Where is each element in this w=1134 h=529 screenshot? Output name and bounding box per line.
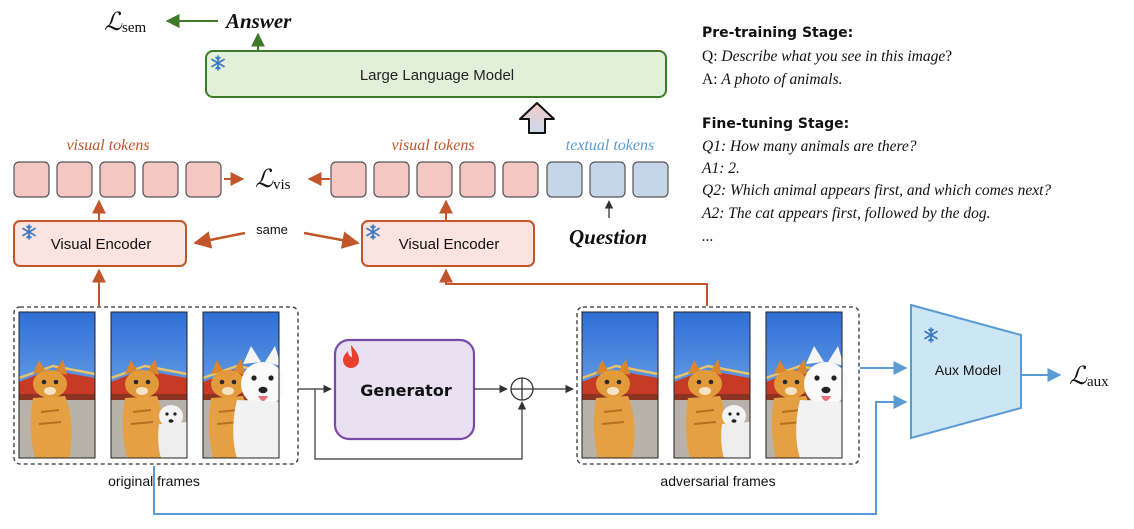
token bbox=[589, 161, 626, 198]
token bbox=[459, 161, 496, 198]
textual-tokens-label: textual tokens bbox=[566, 137, 654, 154]
up-arrow-icon bbox=[519, 102, 555, 134]
llm-label: Large Language Model bbox=[360, 67, 514, 84]
frame-image bbox=[109, 310, 189, 460]
pretraining-heading: Pre-training Stage: bbox=[702, 25, 853, 41]
visual-encoder-right: Visual Encoder bbox=[361, 220, 535, 267]
adv-frames-to-encoder-right-arrow bbox=[439, 268, 708, 306]
loss-vis-symbol: ℒ bbox=[255, 166, 274, 193]
encoder-right-label: Visual Encoder bbox=[399, 236, 500, 253]
answer-label: Answer bbox=[224, 9, 292, 33]
aux-model-box: Aux Model bbox=[910, 303, 1022, 440]
token bbox=[330, 161, 367, 198]
visual-tokens-right bbox=[330, 161, 539, 198]
loss-aux-subscript: aux bbox=[1087, 374, 1109, 390]
adversarial-frames-label: adversarial frames bbox=[660, 473, 775, 489]
token bbox=[142, 161, 179, 198]
orig-frames-to-aux-arrow bbox=[153, 395, 908, 515]
original-frames bbox=[13, 306, 299, 465]
token bbox=[373, 161, 410, 198]
loss-aux-symbol: ℒ bbox=[1069, 363, 1088, 390]
visual-tokens-left-label: visual tokens bbox=[66, 137, 149, 154]
visual-tokens-left bbox=[13, 161, 222, 198]
same-arrow-left bbox=[193, 231, 246, 249]
frame-image bbox=[764, 310, 848, 460]
finetuning-line: Q2: Which animal appears first, and whic… bbox=[702, 182, 1051, 199]
frame-image bbox=[201, 310, 285, 460]
same-arrow-right bbox=[303, 231, 360, 249]
generator-label: Generator bbox=[360, 381, 452, 400]
token bbox=[185, 161, 222, 198]
loss-sem-subscript: sem bbox=[122, 20, 146, 36]
token bbox=[13, 161, 50, 198]
adversarial-frames bbox=[576, 306, 860, 465]
textual-tokens bbox=[546, 161, 669, 198]
loss-vis: ℒ vis bbox=[255, 166, 291, 193]
pretraining-question: Q: Describe what you see in this image? bbox=[702, 48, 952, 65]
finetuning-line: Q1: How many animals are there? bbox=[702, 138, 917, 155]
finetuning-heading: Fine-tuning Stage: bbox=[702, 116, 849, 132]
question-label: Question bbox=[569, 225, 647, 249]
finetuning-line: A1: 2. bbox=[701, 160, 740, 177]
frames-skip-arrow bbox=[314, 389, 527, 460]
encoder-left-label: Visual Encoder bbox=[51, 236, 152, 253]
frame-image bbox=[17, 310, 97, 460]
token bbox=[416, 161, 453, 198]
aux-model-label: Aux Model bbox=[935, 362, 1001, 378]
visual-encoder-left: Visual Encoder bbox=[13, 220, 187, 267]
oplus-icon bbox=[510, 377, 534, 401]
visual-tokens-right-label: visual tokens bbox=[391, 137, 474, 154]
loss-vis-subscript: vis bbox=[273, 177, 291, 193]
pretraining-answer: A: A photo of animals. bbox=[702, 71, 843, 88]
loss-aux: ℒ aux bbox=[1069, 363, 1109, 390]
llm-box: Large Language Model bbox=[205, 50, 667, 98]
token bbox=[56, 161, 93, 198]
flame-icon bbox=[343, 345, 359, 368]
token bbox=[632, 161, 669, 198]
training-stages-panel: Pre-training Stage: Q: Describe what you… bbox=[701, 25, 1051, 245]
frame-image bbox=[672, 310, 752, 460]
token bbox=[99, 161, 136, 198]
generator-box: Generator bbox=[333, 338, 476, 441]
loss-sem-symbol: ℒ bbox=[104, 9, 123, 36]
frame-image bbox=[580, 310, 660, 460]
finetuning-line: A2: The cat appears first, followed by t… bbox=[701, 205, 990, 222]
loss-sem: ℒ sem bbox=[104, 9, 146, 36]
finetuning-line: ... bbox=[702, 228, 714, 245]
token bbox=[546, 161, 583, 198]
token bbox=[502, 161, 539, 198]
same-label: same bbox=[256, 222, 288, 237]
